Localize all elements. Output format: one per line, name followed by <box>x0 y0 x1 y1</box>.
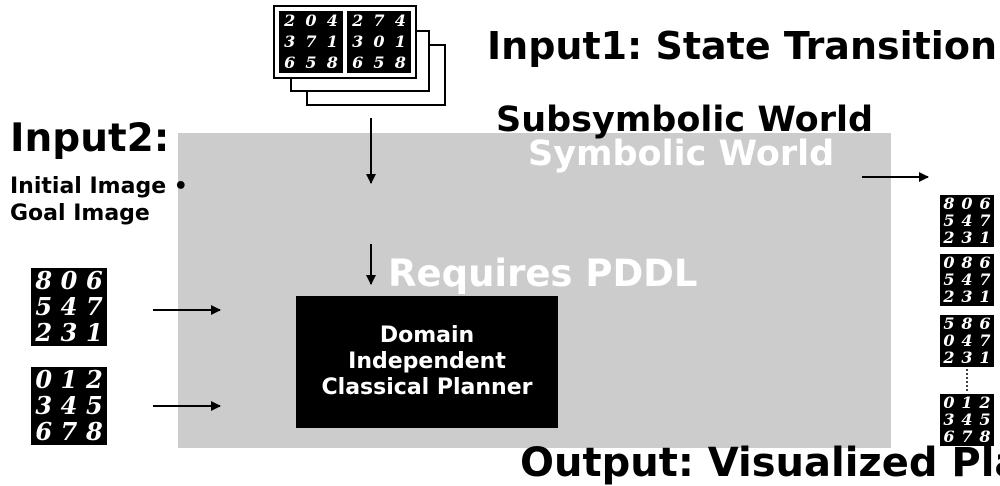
digit-cell: 1 <box>979 287 991 307</box>
digit-cell: 2 <box>943 228 955 248</box>
initial-image-label: Initial Image • <box>10 174 188 199</box>
digit-cell: 0 <box>35 365 53 394</box>
digit-cell: 7 <box>979 269 991 289</box>
digit-cell: 4 <box>60 391 78 420</box>
digit-cell: 1 <box>60 365 78 394</box>
digit-cell: 0 <box>373 31 385 51</box>
digit-cell: 5 <box>943 313 955 333</box>
digit-cell: 2 <box>979 392 991 412</box>
digit-cell: 6 <box>979 313 991 333</box>
digit-cell: 8 <box>394 52 406 72</box>
digit-cell: 3 <box>943 409 955 429</box>
digit-cell: 8 <box>961 313 973 333</box>
digit-cell: 7 <box>373 11 385 31</box>
digit-cell: 1 <box>979 228 991 248</box>
planner-line-classical-planner: Classical Planner <box>321 375 533 400</box>
digit-cell: 7 <box>979 330 991 350</box>
digit-cell: 5 <box>943 210 955 230</box>
digit-cell: 3 <box>961 228 973 248</box>
digit-cell: 7 <box>85 292 103 321</box>
digit-cell: 2 <box>943 348 955 368</box>
digit-cell: 0 <box>943 392 955 412</box>
digit-cell: 5 <box>373 52 385 72</box>
digit-cell: 1 <box>85 318 103 347</box>
digit-cell: 5 <box>943 269 955 289</box>
digit-cell: 3 <box>352 31 364 51</box>
digit-cell: 5 <box>979 409 991 429</box>
digit-cell: 7 <box>979 210 991 230</box>
digit-cell: 3 <box>35 391 53 420</box>
digit-cell: 6 <box>943 427 955 447</box>
digit-cell: 8 <box>85 417 103 446</box>
digit-cell: 4 <box>60 292 78 321</box>
digit-cell: 4 <box>326 11 338 31</box>
digit-cell: 2 <box>352 11 364 31</box>
digit-cell: 7 <box>961 427 973 447</box>
digit-cell: 5 <box>35 292 53 321</box>
subsymbolic-world-label: Subsymbolic World <box>496 100 874 140</box>
bullet-icon: • <box>166 174 188 199</box>
digit-cell: 5 <box>305 52 317 72</box>
digit-cell: 4 <box>961 330 973 350</box>
digit-cell: 3 <box>961 348 973 368</box>
digit-cell: 0 <box>961 193 973 213</box>
digit-cell: 4 <box>394 11 406 31</box>
digit-cell: 8 <box>326 52 338 72</box>
digit-cell: 3 <box>60 318 78 347</box>
digit-cell: 0 <box>943 330 955 350</box>
digit-cell: 4 <box>961 269 973 289</box>
goal-image-label: Goal Image <box>10 201 150 226</box>
planner-line-domain: Domain <box>379 323 475 348</box>
digit-cell: 6 <box>35 417 53 446</box>
planner-line-independent: Independent <box>348 349 506 374</box>
digit-cell: 1 <box>394 31 406 51</box>
digit-cell: 3 <box>284 31 296 51</box>
digit-cell: 6 <box>284 52 296 72</box>
digit-cell: 4 <box>961 210 973 230</box>
digit-cell: 6 <box>979 252 991 272</box>
digit-cell: 6 <box>85 266 103 295</box>
digit-cell: 1 <box>979 348 991 368</box>
digit-cell: 7 <box>60 417 78 446</box>
requires-pddl-label: Requires PDDL <box>388 252 698 295</box>
digit-cell: 5 <box>85 391 103 420</box>
digit-cell: 3 <box>961 287 973 307</box>
digit-cell: 6 <box>979 193 991 213</box>
digit-cell: 8 <box>979 427 991 447</box>
output-title: Output: Visualized Plan <box>520 440 1000 486</box>
digit-cell: 0 <box>305 11 317 31</box>
digit-cell: 8 <box>961 252 973 272</box>
input2-title: Input2: <box>10 116 170 161</box>
digit-cell: 1 <box>961 392 973 412</box>
input1-title: Input1: State Transition <box>487 24 997 68</box>
digit-cell: 7 <box>305 31 317 51</box>
digit-cell: 6 <box>352 52 364 72</box>
digit-cell: 8 <box>35 266 53 295</box>
digit-cell: 2 <box>284 11 296 31</box>
digit-cell: 0 <box>60 266 78 295</box>
classical-planner-box: Domain Independent Classical Planner <box>296 296 558 428</box>
digit-cell: 0 <box>943 252 955 272</box>
digit-cell: 4 <box>961 409 973 429</box>
digit-cell: 2 <box>85 365 103 394</box>
symbolic-world-label: Symbolic World <box>528 134 835 174</box>
digit-cell: 1 <box>326 31 338 51</box>
digit-cell: 2 <box>35 318 53 347</box>
digit-cell: 2 <box>943 287 955 307</box>
digit-cell: 8 <box>943 193 955 213</box>
